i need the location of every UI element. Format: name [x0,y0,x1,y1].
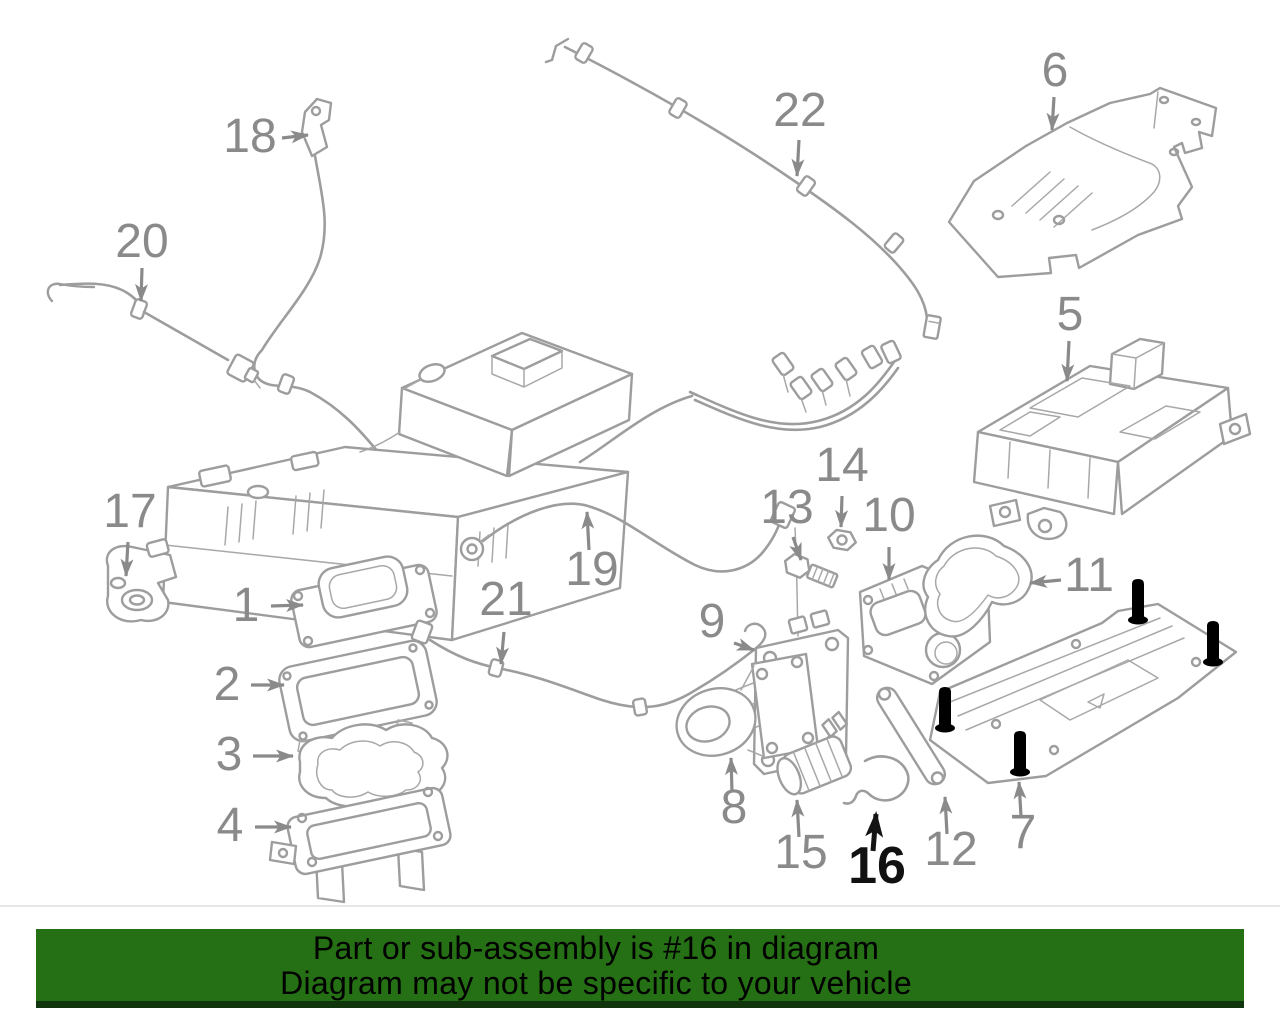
part-17-battery-drawing [105,445,630,642]
callout-8-label: 8 [721,781,748,834]
callout-6-arrow [1046,96,1060,131]
part-16-highlighted-clip [842,755,910,805]
callout-7-arrow [1013,781,1027,817]
callout-21-arrow [496,631,510,665]
callout-13-arrow [789,536,803,561]
callout-17-label: 17 [103,485,156,538]
callout-7-label: 7 [1010,806,1037,859]
callout-13-label: 13 [760,481,813,534]
callout-12-arrow [939,796,953,835]
part-8-actuator-drawing [675,652,820,760]
upper-module-drawing [359,331,634,478]
callout-11-label: 11 [1064,549,1114,602]
part-15-cylinder-drawing [776,710,853,796]
callout-5-arrow [1061,340,1075,382]
banner-line2: Diagram may not be specific to your vehi… [280,965,912,1001]
part-11-gasket-drawing [922,534,1033,638]
banner-line1: Part or sub-assembly is #16 in diagram [312,930,880,966]
callout-1-arrow [270,599,304,613]
callout-9-label: 9 [699,595,726,648]
callout-14-label: 14 [815,439,868,492]
callout-15-label: 15 [774,826,827,879]
part-3-gasket-drawing [298,723,449,808]
callout-16-arrow [865,811,884,852]
callout-22-label: 22 [773,84,826,137]
harness-wires-drawing [578,339,902,464]
callout-2-label: 2 [214,658,241,711]
part-22-cable-drawing [544,37,942,340]
callout-8-arrow [725,757,738,793]
callout-19-label: 19 [565,543,618,596]
callout-20-label: 20 [115,215,168,268]
callout-17-arrow [120,541,134,577]
part-13-bolt-drawing [783,552,839,589]
part-20-cable-drawing [46,282,261,389]
callout-6-label: 6 [1042,44,1069,97]
callout-22-arrow [791,139,805,177]
part-7-plate-drawing [928,579,1238,785]
callout-18-arrow [281,130,309,144]
part-12-link-drawing [875,686,947,786]
callout-12-label: 12 [924,823,977,876]
callout-1-label: 1 [233,579,260,632]
callout-14-arrow [835,495,849,528]
callout-16-label: 16 [848,837,906,895]
callout-11-arrow [1029,574,1062,588]
part-5-module-drawing [972,337,1252,541]
callout-19-arrow [581,511,595,551]
part-6-cover-drawing [947,86,1218,279]
callout-9-arrow [733,638,755,652]
part-1-cover-drawing [290,555,438,649]
part-4-bracket-drawing [268,786,452,904]
part-14-nut-drawing [827,528,857,552]
callout-10-label: 10 [862,489,915,542]
callout-15-arrow [791,799,805,838]
callout-21-label: 21 [479,573,532,626]
callout-20-arrow [135,267,149,302]
highlight-banner: Part or sub-assembly is #16 in diagram D… [36,929,1244,1008]
callout-4-label: 4 [217,799,244,852]
part-19-cable-drawing [459,501,799,637]
callout-18-label: 18 [223,110,276,163]
part-21-wire-drawing [410,619,767,717]
callout-5-label: 5 [1057,288,1084,341]
callout-3-label: 3 [216,728,243,781]
